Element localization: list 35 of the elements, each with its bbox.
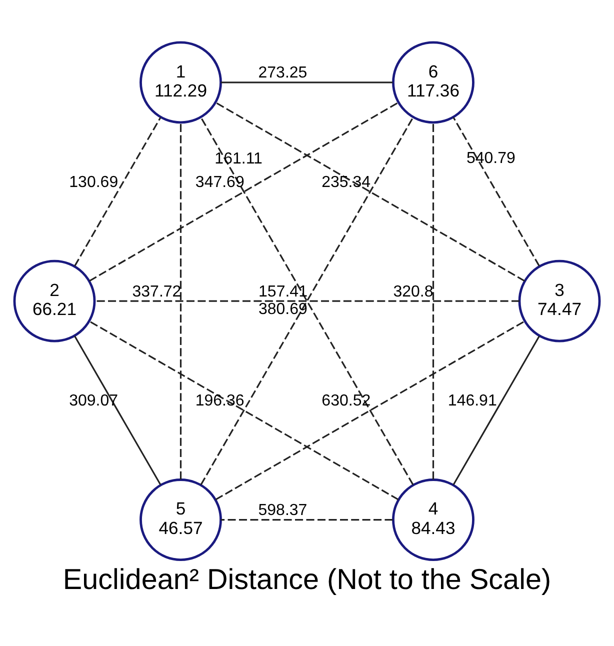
node-circle: 2 66.21 [13, 259, 96, 342]
connector [215, 320, 526, 500]
connector [89, 101, 399, 282]
edge-label: 157.41 [258, 282, 308, 300]
edge-label: 380.69 [258, 300, 308, 318]
connector [432, 122, 434, 479]
edge-label: 273.25 [258, 64, 308, 82]
edge-label: 146.91 [448, 392, 497, 410]
node-circle: 6 117.36 [392, 40, 474, 124]
edge-label: 130.69 [69, 173, 118, 190]
edge-label: 161.11 [214, 150, 262, 167]
connector [180, 122, 182, 479]
connector [74, 116, 162, 266]
connector [452, 335, 540, 485]
edge-label: 540.79 [466, 150, 516, 167]
connector [94, 300, 520, 302]
edge-label: 630.52 [322, 392, 371, 410]
edge-label: 347.69 [195, 173, 244, 190]
edge-label: 320.8 [393, 282, 434, 300]
connector [200, 116, 414, 485]
connector [220, 81, 393, 83]
edge-label: 598.37 [258, 501, 308, 518]
node-circle: 5 46.57 [140, 478, 222, 560]
caption: Euclidean² Distance (Not to the Scale) [62, 564, 552, 596]
node-circle: 4 84.43 [392, 478, 474, 560]
edge-label: 196.36 [195, 392, 244, 410]
node-circle: 1 112.29 [140, 40, 222, 124]
connector [215, 101, 525, 282]
connector [88, 320, 399, 500]
connector [74, 335, 162, 485]
edge-label: 337.72 [132, 282, 182, 300]
node-circle: 3 74.47 [518, 259, 601, 342]
connector [452, 116, 540, 266]
edge-label: 235.34 [322, 173, 371, 190]
connector [220, 518, 393, 520]
